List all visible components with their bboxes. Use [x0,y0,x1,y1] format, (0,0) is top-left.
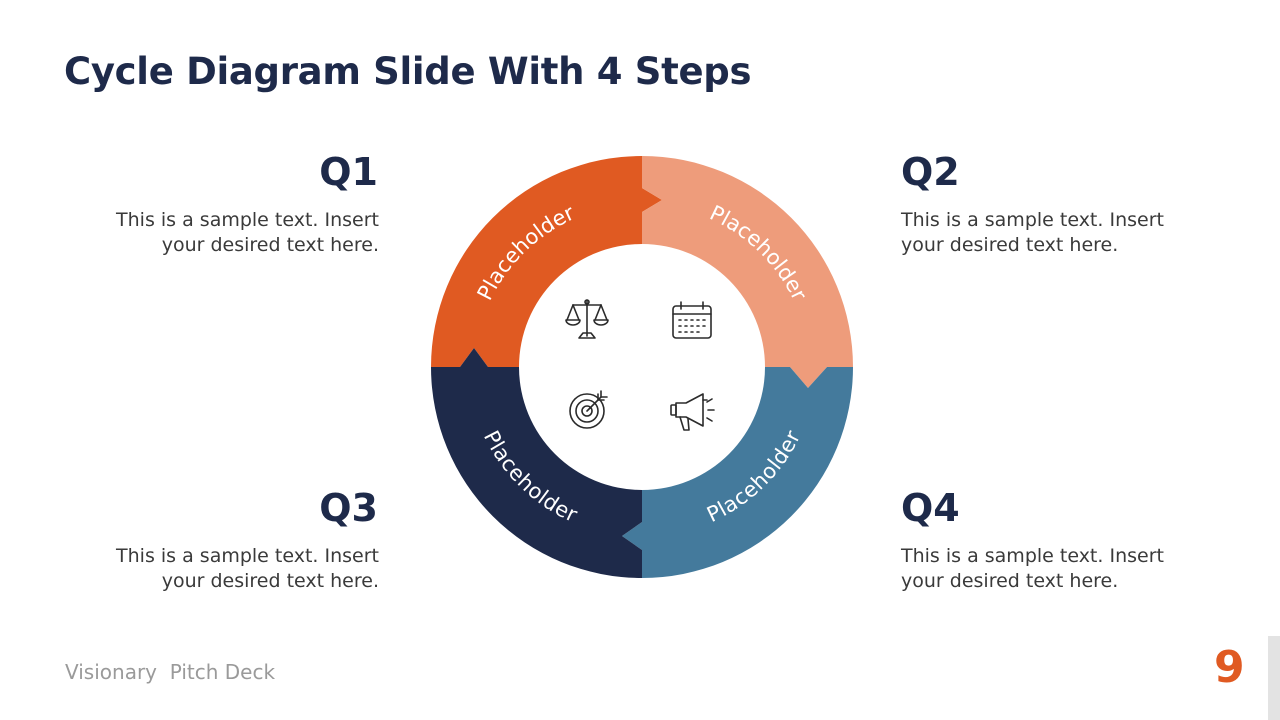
segment-q4 [622,367,853,578]
q4-text: This is a sample text. Insert your desir… [901,545,1164,592]
footer-deck-name: Visionary Pitch Deck [65,660,276,684]
slide-title: Cycle Diagram Slide With 4 Steps [64,50,752,93]
megaphone-icon [670,393,715,431]
q1-heading: Q1 [319,150,378,194]
segment-q3 [431,348,642,578]
segment-q2 [642,156,853,388]
q2-text: This is a sample text. Insert your desir… [901,209,1164,256]
q2-heading: Q2 [901,150,960,194]
q3-text: This is a sample text. Insert your desir… [116,545,379,592]
q4-heading: Q4 [901,486,960,530]
page-number-bar [1268,636,1280,720]
q3-heading: Q3 [319,486,378,530]
page-number: 9 [1214,642,1245,693]
calendar-icon [672,301,712,339]
segment-q1 [431,156,662,367]
q1-text: This is a sample text. Insert your desir… [116,209,379,256]
target-icon [569,390,608,429]
scale-icon [565,299,609,339]
